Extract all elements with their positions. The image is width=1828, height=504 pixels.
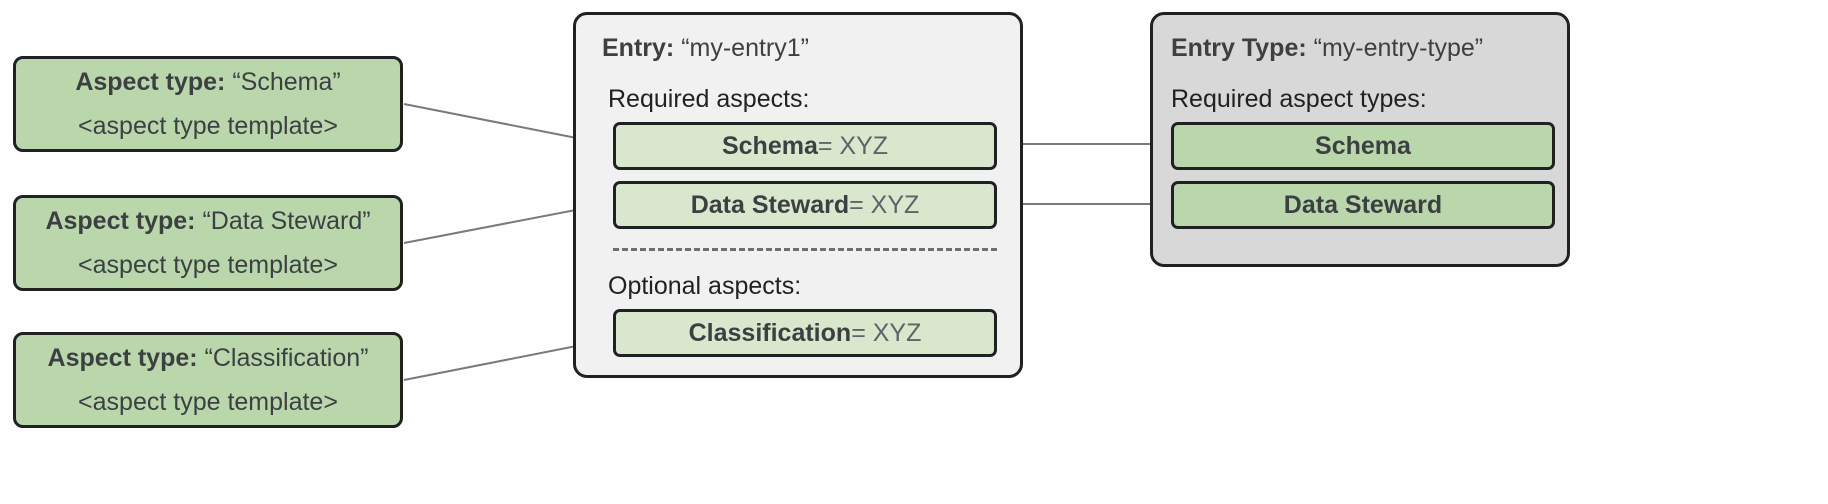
aspect-type-card-classification[interactable]: Aspect type: “Classification” <aspect ty…: [13, 332, 403, 428]
aspect-type-card-schema[interactable]: Aspect type: “Schema” <aspect type templ…: [13, 56, 403, 152]
aspect-chip-name: Data Steward: [690, 190, 850, 219]
entry-type-panel[interactable]: Entry Type: “my-entry-type” Required asp…: [1150, 12, 1570, 267]
entry-type-required-data-steward[interactable]: Data Steward: [1171, 181, 1555, 229]
entry-type-required-schema[interactable]: Schema: [1171, 122, 1555, 170]
aspect-type-name: “Schema”: [232, 68, 341, 96]
entry-panel-title: Entry: “my-entry1”: [602, 32, 1002, 64]
aspect-chip-value: = XYZ: [817, 131, 889, 160]
aspect-type-template: <aspect type template>: [78, 112, 338, 140]
chip-spacer: [1163, 170, 1557, 181]
aspect-chip-name: Schema: [721, 131, 818, 160]
aspect-type-label: Aspect type:: [47, 344, 198, 372]
entry-optional-aspects-label: Optional aspects:: [608, 272, 802, 300]
aspect-type-card-title: Aspect type: “Schema”: [75, 67, 340, 97]
entry-type-required-label: Required aspect types:: [1171, 85, 1427, 113]
entry-required-aspects-label: Required aspects:: [608, 85, 810, 113]
aspect-chip-value: = XYZ: [849, 190, 920, 219]
entry-type-title-label: Entry Type:: [1171, 34, 1307, 62]
aspect-chip-value: = XYZ: [851, 318, 922, 347]
aspect-type-card-title: Aspect type: “Classification”: [48, 343, 369, 373]
entry-required-aspect-schema[interactable]: Schema = XYZ: [613, 122, 997, 170]
aspect-chip-name: Classification: [688, 318, 852, 347]
aspect-type-name: “Data Steward”: [202, 207, 371, 235]
aspect-type-card-data-steward[interactable]: Aspect type: “Data Steward” <aspect type…: [13, 195, 403, 291]
aspect-type-card-title: Aspect type: “Data Steward”: [45, 206, 370, 236]
entry-optional-aspect-classification[interactable]: Classification = XYZ: [613, 309, 997, 357]
aspect-type-label: Aspect type:: [75, 68, 226, 96]
entry-type-title-value: “my-entry-type”: [1313, 34, 1484, 62]
entry-panel[interactable]: Entry: “my-entry1” Required aspects: Sch…: [573, 12, 1023, 378]
aspect-type-template: <aspect type template>: [78, 251, 338, 279]
aspect-type-name: “Classification”: [204, 344, 369, 372]
aspect-type-label: Aspect type:: [45, 207, 196, 235]
section-divider: [613, 248, 997, 251]
entry-required-aspect-data-steward[interactable]: Data Steward = XYZ: [613, 181, 997, 229]
entry-title-value: “my-entry1”: [681, 34, 809, 62]
entry-title-label: Entry:: [602, 34, 675, 62]
entry-type-panel-title: Entry Type: “my-entry-type”: [1171, 32, 1557, 64]
aspect-type-template: <aspect type template>: [78, 388, 338, 416]
chip-spacer: [594, 170, 1002, 181]
